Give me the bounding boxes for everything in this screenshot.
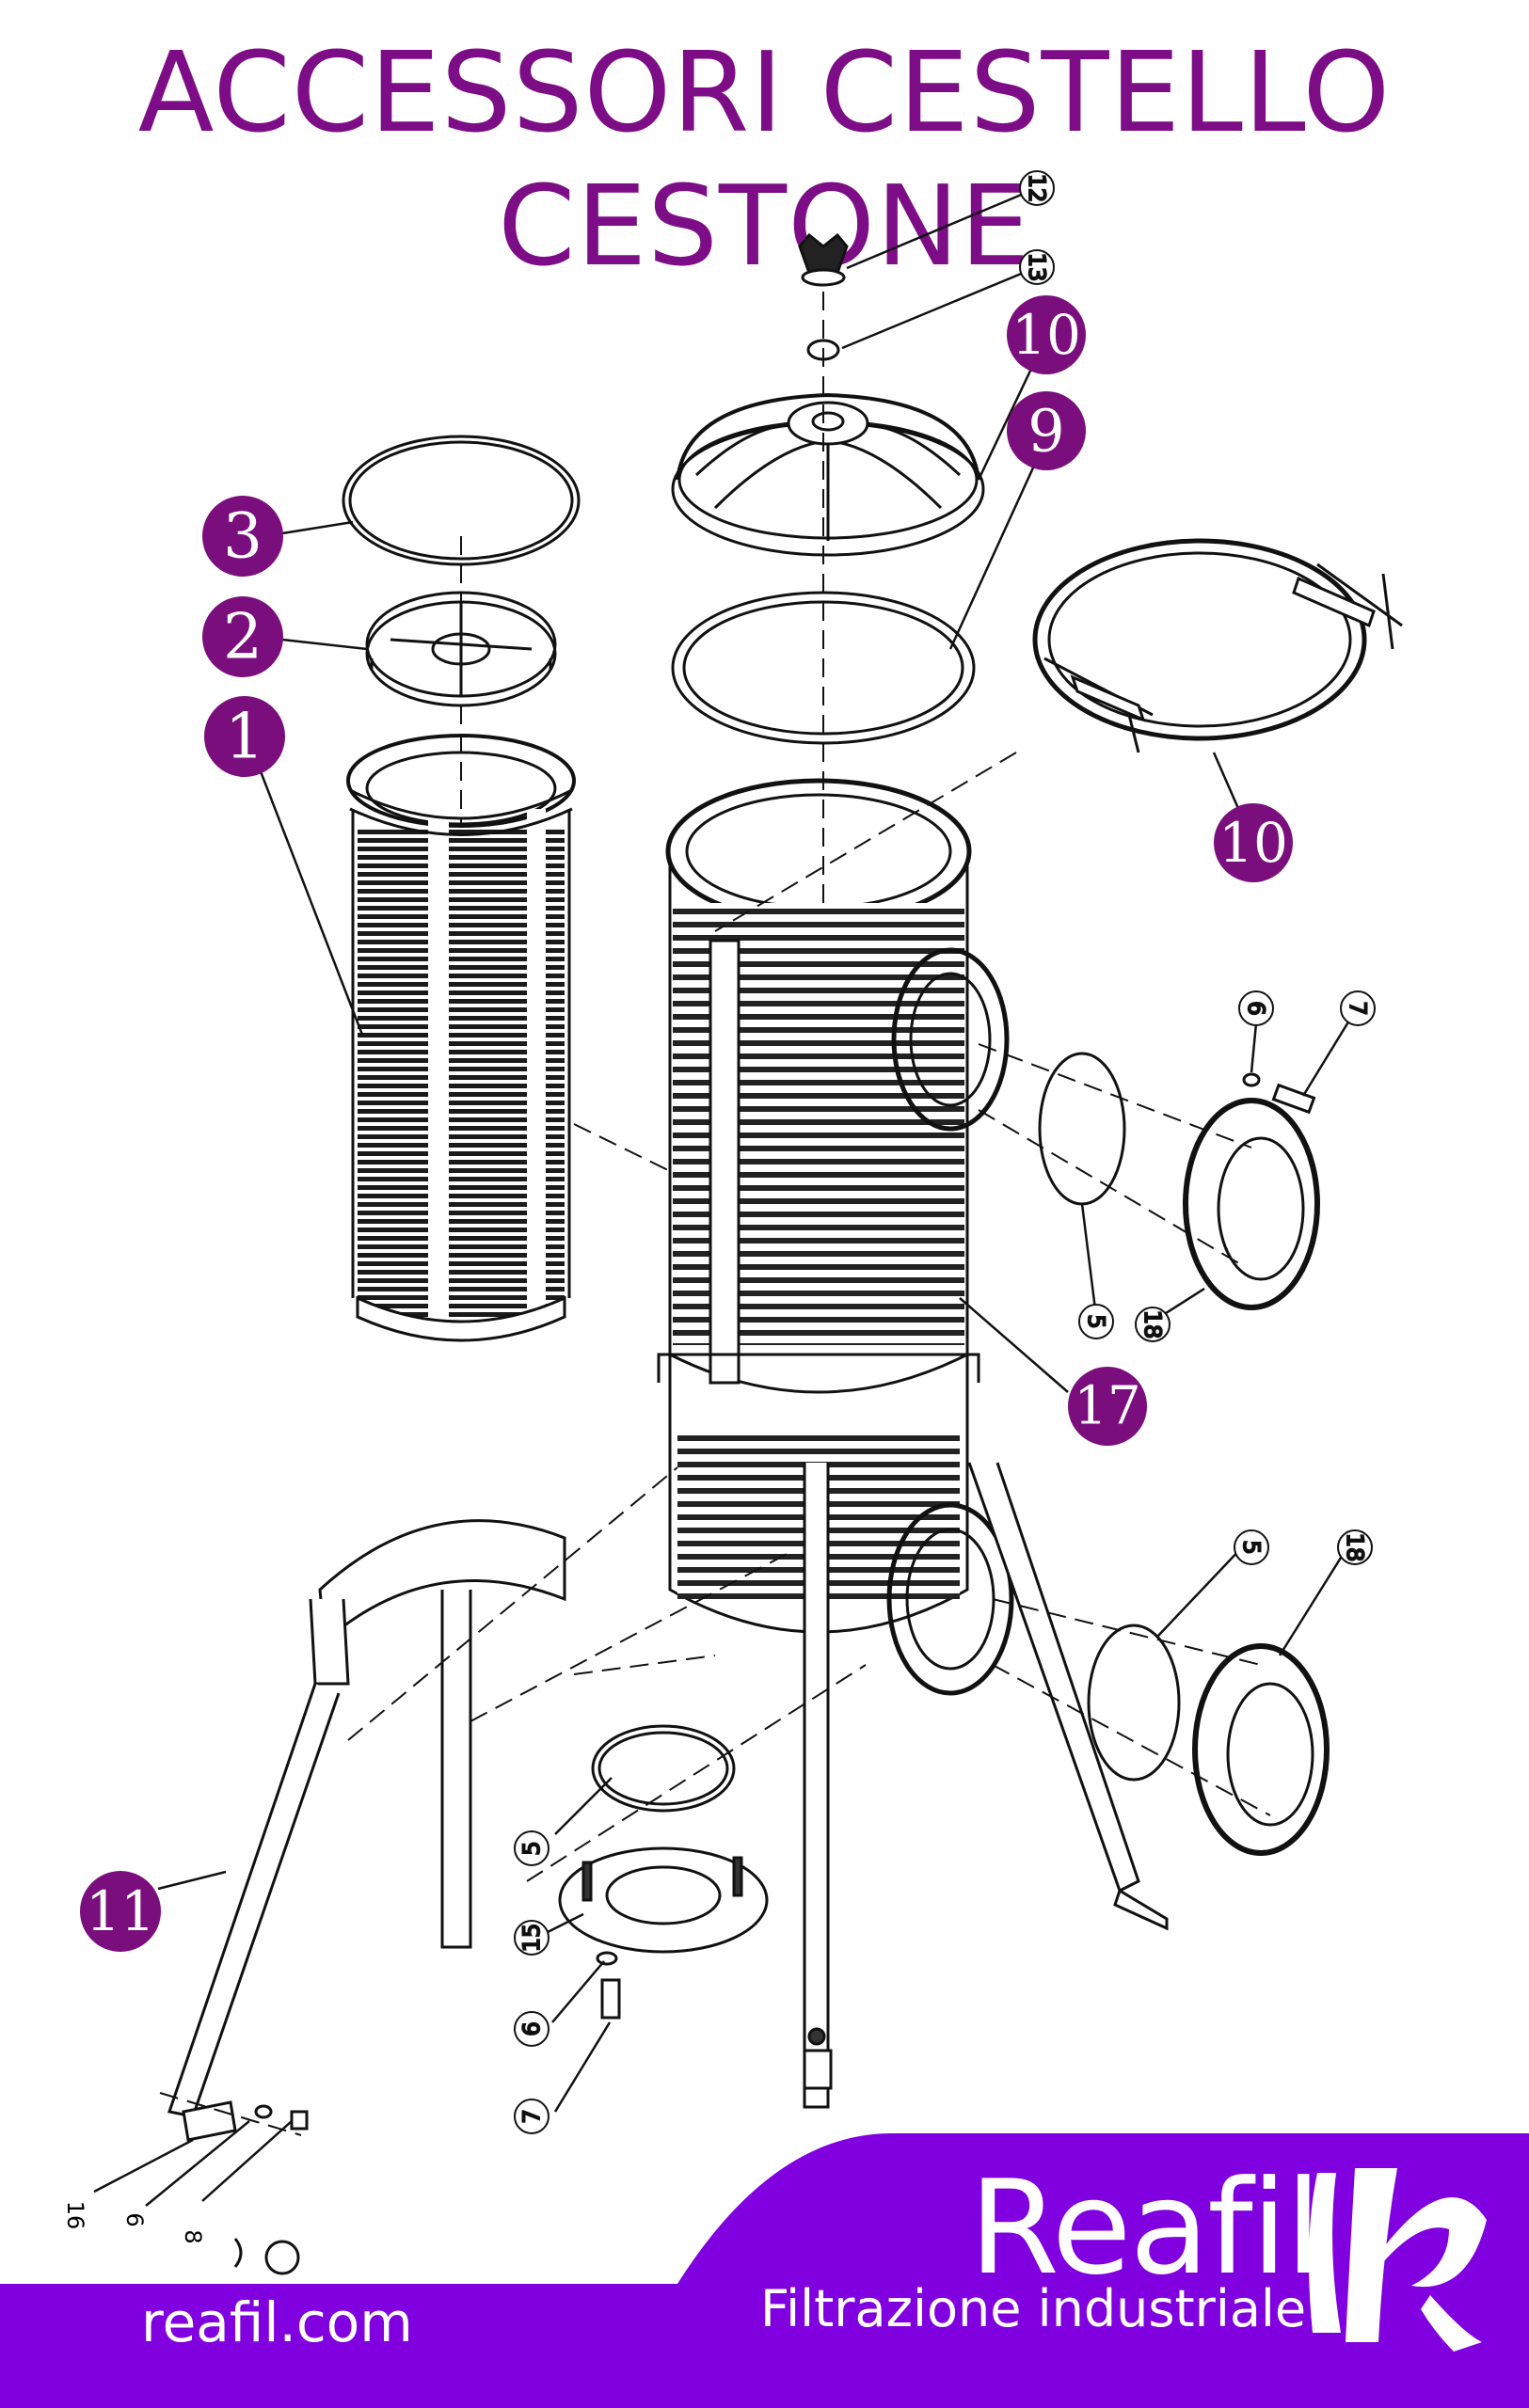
drain-flange-part-15 — [558, 1724, 769, 2020]
upper-outlet-flange — [891, 947, 1010, 1132]
callout-17: 17 — [1068, 1367, 1147, 1446]
callout-9: 9 — [1007, 391, 1086, 470]
callout-small-15: 15 — [514, 1920, 549, 1956]
gasket-part-5-upper — [1038, 1052, 1126, 1206]
basket-cylinder-part-1 — [346, 734, 576, 1342]
svg-text:12: 12 — [1024, 174, 1050, 203]
callout-small-18-lower: 18 — [1337, 1529, 1373, 1565]
callout-10-lid: 10 — [1007, 295, 1086, 374]
washer-screw-upper — [1242, 1072, 1316, 1115]
svg-text:7: 7 — [1345, 1001, 1371, 1015]
svg-text:6: 6 — [1243, 1001, 1269, 1015]
svg-text:13: 13 — [1024, 253, 1050, 282]
label-16: 16 — [62, 2201, 88, 2230]
svg-text:6: 6 — [518, 2021, 545, 2036]
svg-text:10: 10 — [1218, 811, 1288, 875]
brand-tagline: Filtrazione industriale — [760, 2279, 1307, 2338]
svg-text:17: 17 — [1074, 1376, 1140, 1437]
callout-small-6-drain: 6 — [514, 2011, 549, 2047]
svg-text:7: 7 — [518, 2109, 545, 2123]
footer-band — [0, 2133, 1529, 2408]
small-hardware-parts — [233, 2104, 309, 2275]
svg-text:2: 2 — [223, 601, 263, 673]
brand-logo-mark — [1309, 2168, 1487, 2352]
lid-part-10 — [671, 392, 985, 557]
vent-knob-part-12 — [798, 232, 849, 287]
svg-text:5: 5 — [518, 1841, 545, 1855]
callout-small-7-upper: 7 — [1340, 990, 1376, 1026]
page-title: ACCESSORI CESTELLO CESTONE — [137, 27, 1392, 291]
website-link[interactable]: reafil.com — [141, 2290, 413, 2354]
callout-2: 2 — [202, 596, 283, 677]
callout-small-5-lower: 5 — [1234, 1529, 1269, 1565]
brand-name: Reafil — [969, 2152, 1321, 2304]
svg-text:18: 18 — [1342, 1533, 1368, 1562]
callout-small-7-drain: 7 — [514, 2099, 549, 2134]
callout-small-6-upper: 6 — [1238, 990, 1274, 1026]
svg-text:15: 15 — [518, 1924, 545, 1953]
support-legs-part-11 — [167, 1462, 1169, 2142]
svg-text:5: 5 — [1083, 1314, 1109, 1328]
callout-11: 11 — [80, 1871, 161, 1952]
flange-adapter-part-18-upper — [1183, 1098, 1320, 1310]
svg-text:5: 5 — [1238, 1540, 1265, 1554]
svg-text:18: 18 — [1139, 1310, 1166, 1339]
callout-small-13: 13 — [1019, 249, 1055, 285]
gasket-part-5-lower — [1087, 1624, 1181, 1782]
svg-text:10: 10 — [1011, 303, 1081, 367]
callout-10-clamp: 10 — [1214, 803, 1293, 882]
callout-small-5-upper: 5 — [1078, 1304, 1114, 1339]
svg-text:9: 9 — [1027, 397, 1064, 466]
label-8: 8 — [180, 2229, 206, 2243]
callout-small-12: 12 — [1019, 170, 1055, 206]
flange-adapter-part-18-lower — [1192, 1643, 1330, 1856]
callout-1: 1 — [204, 696, 285, 777]
filter-housing-part-17 — [657, 778, 980, 2109]
callout-3: 3 — [202, 496, 283, 577]
clamp-ring-part-10 — [1032, 538, 1403, 753]
callout-small-5-drain: 5 — [514, 1830, 549, 1866]
label-6-leg: 6 — [121, 2212, 148, 2226]
svg-text:1: 1 — [225, 701, 264, 773]
callout-small-18-upper: 18 — [1135, 1307, 1171, 1342]
assembly-guide-lines — [159, 292, 1271, 2136]
svg-text:3: 3 — [223, 500, 263, 573]
svg-text:11: 11 — [86, 1879, 155, 1943]
